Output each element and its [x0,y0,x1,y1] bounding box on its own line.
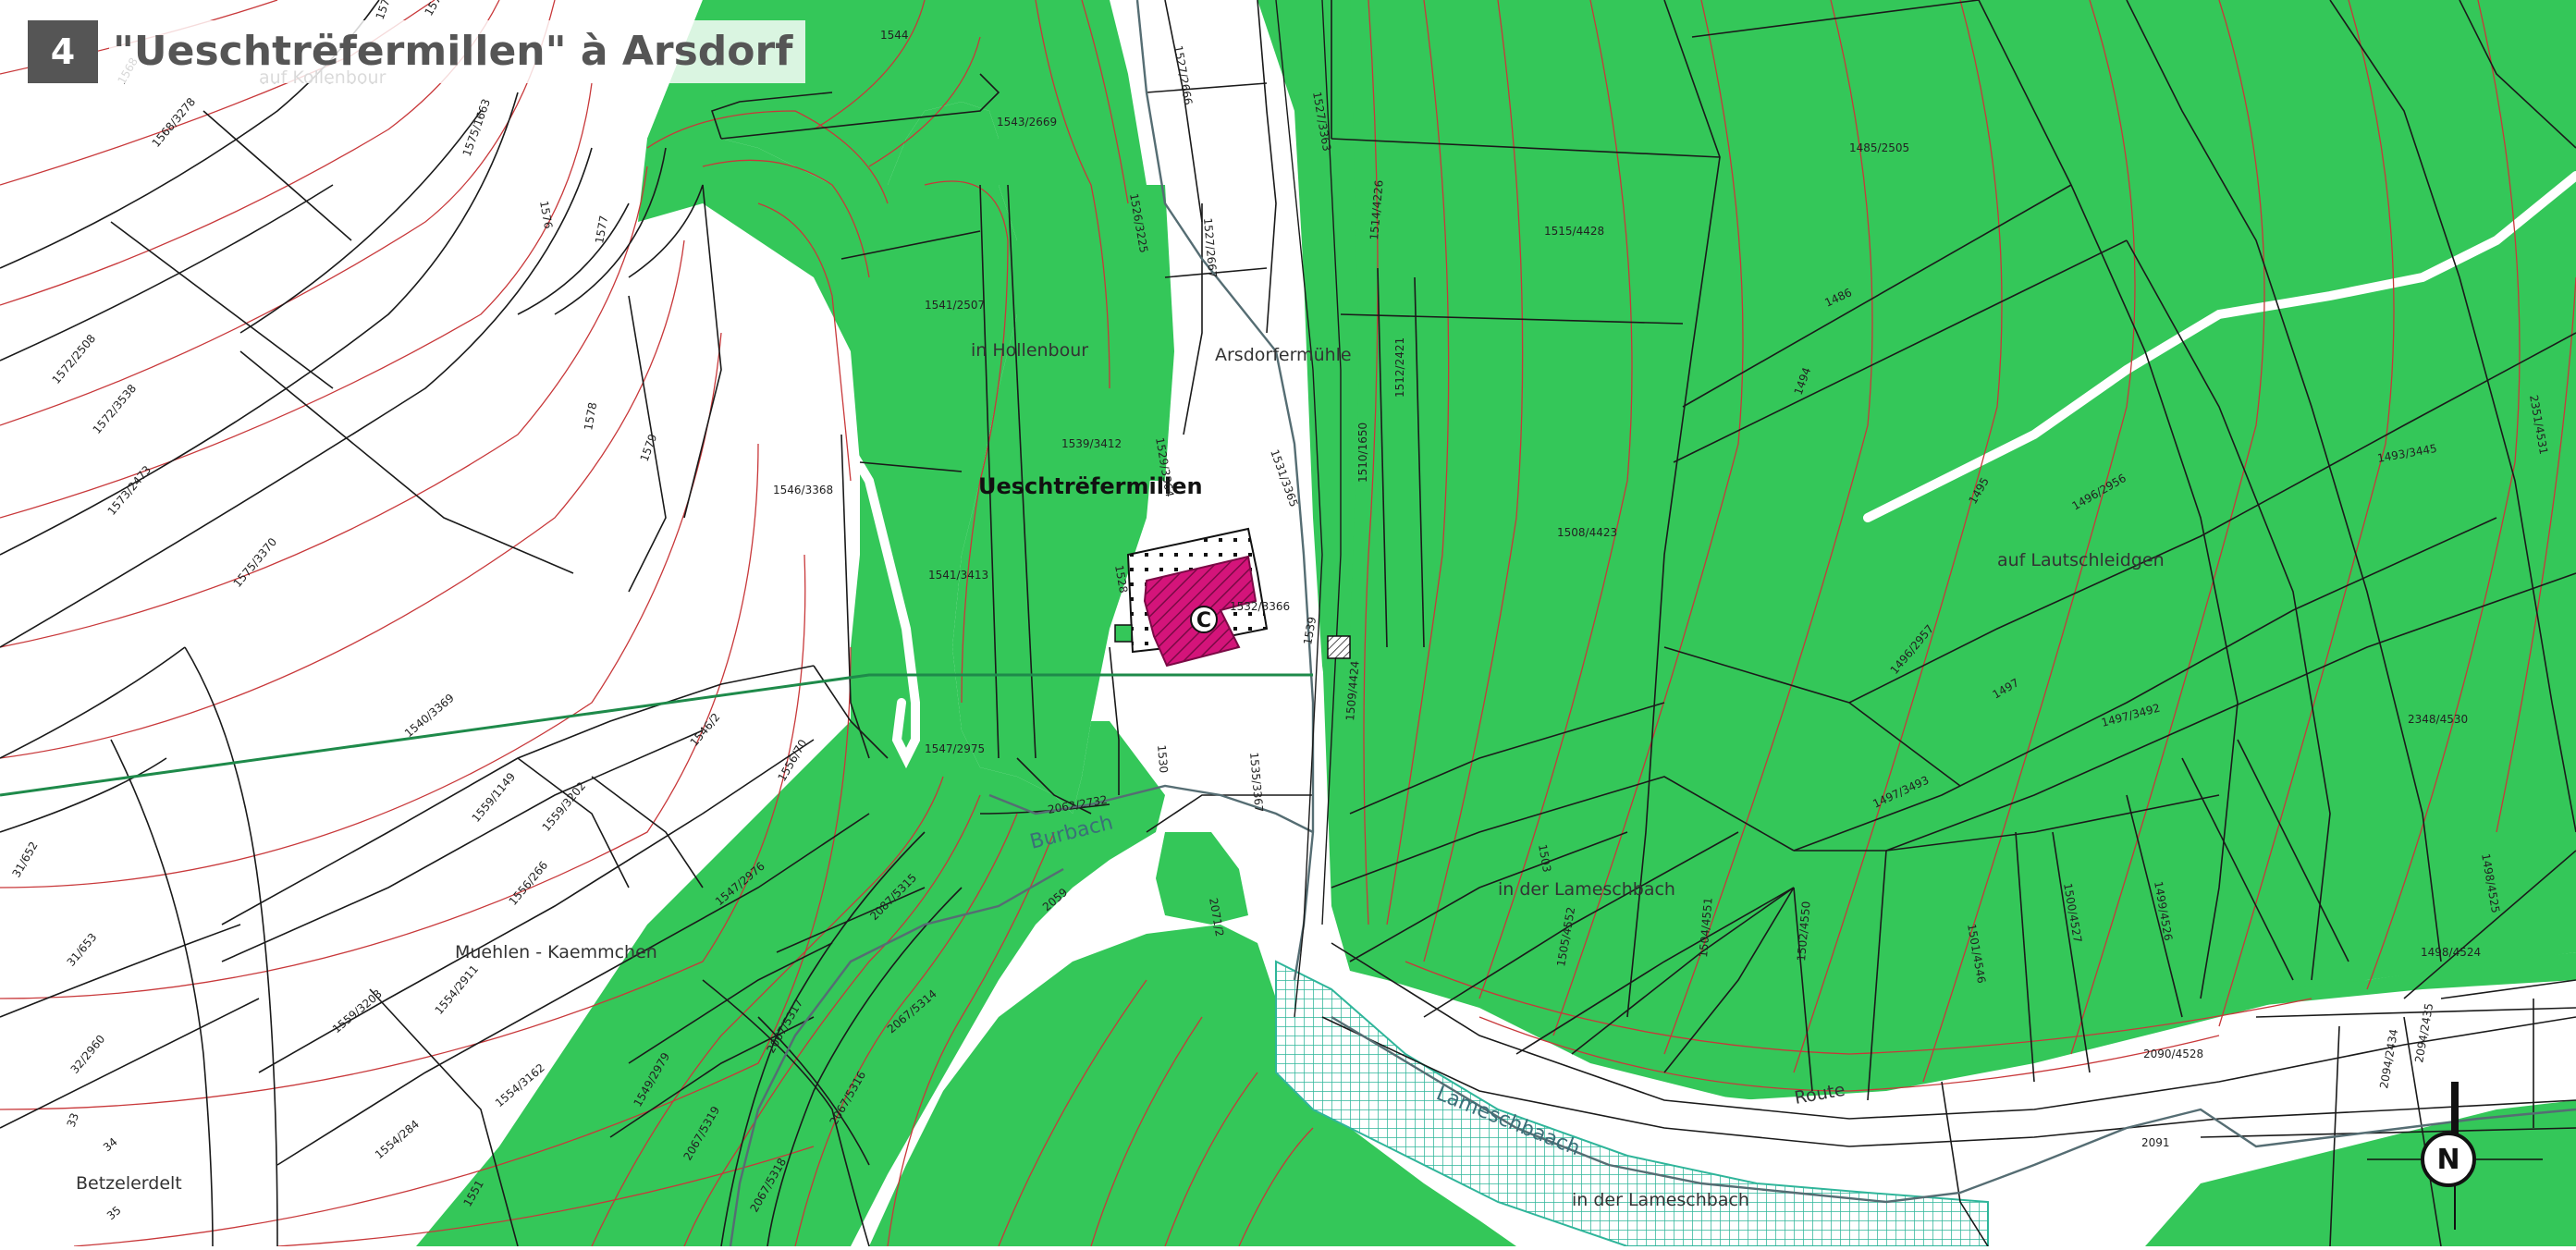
forest-south-center [869,925,1516,1246]
parcel-number: 1541/2507 [925,299,985,312]
place-in-hollenbour: in Hollenbour [971,340,1088,361]
feature-label-ueschtrefermillen: Ueschtrëfermillen [978,473,1203,499]
parcel-number: 1543/2669 [997,116,1057,129]
valley-stream [729,0,2576,1247]
forest-mill-strip [1137,185,1174,481]
parcel-number: 1498/4524 [2421,946,2481,959]
admin-boundary-line [0,673,1313,797]
parcel-number: 1532/3366 [1230,600,1290,613]
protected-symbol-c: C [1196,609,1211,632]
place-in-der-lameschbach-north: in der Lameschbach [1498,879,1675,900]
path-west [837,430,920,769]
parcel-number: 1514/4226 [1368,179,1386,240]
forest-patch-2071 [1156,832,1248,925]
parcel-number: 2348/4530 [2408,713,2468,726]
parcel-number: 1515/4428 [1544,225,1604,238]
north-arrow-icon: N [2421,1132,2476,1187]
parcel-number: 1508/4423 [1557,526,1617,539]
parcel-number: 1530 [1155,744,1171,774]
forest-east-strip [1257,0,1359,730]
parcel-number: 1576 [537,200,555,230]
diagonal-hatch-square [1327,635,1351,659]
parcel-number: 1535/3367 [1247,752,1266,813]
parcel-number: 1512/2421 [1393,337,1406,398]
parcel-number: 1539/3412 [1061,437,1122,450]
forest-east [1322,0,2576,1100]
parcel-number: 33 [65,1111,81,1129]
parcel-number: 1547/2975 [925,742,985,755]
place-betzelerdelt: Betzelerdelt [76,1173,182,1194]
forest-bottom-right [2145,1100,2576,1246]
place-in-der-lameschbach-south: in der Lameschbach [1572,1190,1749,1210]
parcel-number: 1503 [1536,843,1553,874]
forest-right-strip [2201,952,2576,1008]
parcel-number: 1527/2667 [1201,217,1220,278]
title-number-badge: 4 [28,20,98,83]
valley-road-edges [1275,0,1342,1018]
parcel-number: 1502/4550 [1795,901,1813,962]
parcel-number: 2091 [2141,1136,2170,1149]
parcel-number: 1541/3413 [928,569,988,582]
parcel-number: 1485/2505 [1849,141,1909,154]
parcel-number: 1578 [582,401,599,432]
parcel-number: 1504/4551 [1697,897,1715,958]
place-auf-lautschleidgen: auf Lautschleidgen [1997,550,2165,570]
map-title: "Ueschtrëfermillen" à Arsdorf [109,20,806,83]
place-muehlen-kaemmchen: Muehlen - Kaemmchen [455,942,657,962]
mill-complex [1114,527,1351,668]
parcel-number: 1577 [593,214,610,245]
parcel-number: 2090/4528 [2143,1048,2203,1060]
place-arsdorfermuehle: Arsdorfermühle [1215,345,1352,365]
parcel-number: 1539 [1301,616,1319,646]
parcel-number: 1544 [880,29,909,42]
mill-small-green-square [1114,624,1133,643]
parcel-number: 1510/1650 [1356,423,1369,483]
path-east [1863,171,2576,522]
wetland-area [1275,960,1989,1247]
parcel-number: 1546/3368 [773,484,833,496]
parcel-number: 1509/4424 [1343,660,1362,721]
forest-lower-left [416,0,1165,1246]
parcel-number: 1528 [1112,564,1130,594]
